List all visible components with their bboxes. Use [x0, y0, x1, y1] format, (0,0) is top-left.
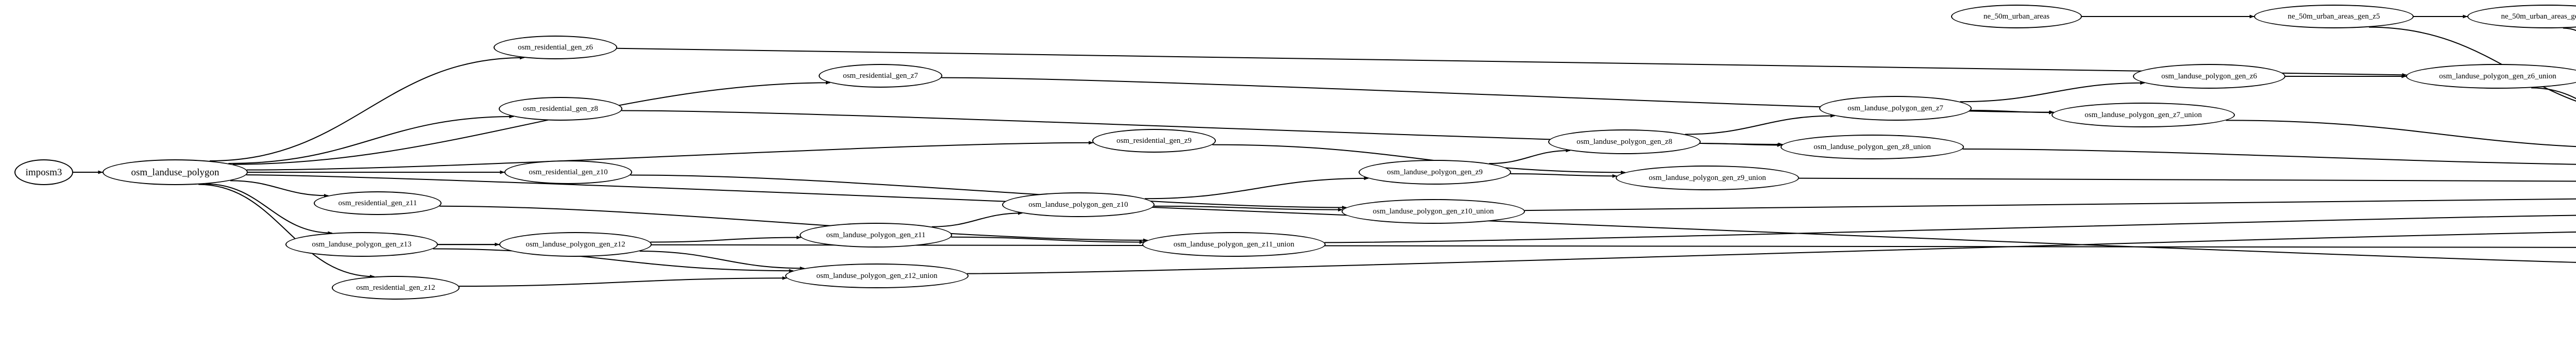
- edge-osm_landuse_polygon_gen_z9--to--osm_landuse_polygon_gen_z8: [1489, 149, 1571, 164]
- node-label: osm_landuse_polygon_gen_z7_union: [2084, 110, 2202, 119]
- node-osm_landuse_polygon_gen_z6_union[interactable]: osm_landuse_polygon_gen_z6_union: [2406, 64, 2576, 89]
- node-osm_residential_gen_z12[interactable]: osm_residential_gen_z12: [332, 276, 460, 300]
- node-label: osm_residential_gen_z12: [356, 283, 435, 292]
- edge-osm_landuse_polygon--to--osm_residential_gen_z12: [198, 184, 375, 278]
- node-label: osm_landuse_polygon_gen_z7: [1848, 104, 1943, 112]
- edge-osm_landuse_polygon_gen_z13--to--osm_landuse_polygon_gen_z12_union: [433, 248, 794, 273]
- node-label: osm_residential_gen_z6: [518, 43, 593, 52]
- node-label: imposm3: [25, 167, 62, 178]
- edge-osm_landuse_polygon_gen_z6_union--to--layer_landuse.z6: [2531, 87, 2576, 100]
- edge-osm_landuse_polygon_gen_z9--to--osm_landuse_polygon_gen_z9_union: [1510, 173, 1617, 178]
- node-osm_landuse_polygon_gen_z7[interactable]: osm_landuse_polygon_gen_z7: [1819, 96, 1972, 121]
- node-label: ne_50m_urban_areas_gen_z4: [2501, 12, 2576, 21]
- edge-osm_landuse_polygon--to--osm_landuse_polygon_gen_z13: [205, 183, 333, 235]
- node-label: osm_landuse_polygon_gen_z9_union: [1649, 173, 1766, 182]
- node-osm_landuse_polygon_gen_z7_union[interactable]: osm_landuse_polygon_gen_z7_union: [2052, 103, 2235, 127]
- node-label: osm_landuse_polygon_gen_z6: [2161, 72, 2257, 80]
- edge-osm_landuse_polygon_gen_z12--to--osm_landuse_polygon_gen_z12_union: [639, 250, 805, 270]
- node-osm_landuse_polygon_gen_z12[interactable]: osm_landuse_polygon_gen_z12: [499, 232, 652, 257]
- edge-osm_landuse_polygon_gen_z11--to--osm_landuse_polygon_gen_z10: [931, 211, 1023, 227]
- node-label: osm_residential_gen_z9: [1116, 136, 1192, 145]
- node-label: osm_residential_gen_z8: [523, 104, 598, 113]
- node-label: osm_residential_gen_z7: [843, 71, 918, 80]
- node-osm_residential_gen_z11[interactable]: osm_residential_gen_z11: [314, 191, 442, 215]
- edge-osm_residential_gen_z11--to--osm_landuse_polygon_gen_z11_union: [439, 205, 1148, 242]
- node-label: osm_landuse_polygon_gen_z11: [826, 231, 926, 239]
- node-osm_residential_gen_z6[interactable]: osm_residential_gen_z6: [494, 36, 617, 59]
- node-label: osm_landuse_polygon: [131, 167, 219, 178]
- node-label: osm_landuse_polygon_gen_z12: [526, 240, 625, 249]
- node-ne_50m_urban_areas[interactable]: ne_50m_urban_areas: [1951, 5, 2082, 28]
- node-label: osm_landuse_polygon_gen_z13: [312, 240, 412, 249]
- edge-osm_landuse_polygon--to--osm_residential_gen_z8: [228, 114, 514, 164]
- node-osm_residential_gen_z9[interactable]: osm_residential_gen_z9: [1092, 129, 1216, 153]
- node-label: ne_50m_urban_areas: [1983, 12, 2050, 21]
- node-label: osm_landuse_polygon_gen_z12_union: [816, 271, 938, 280]
- edge-osm_landuse_polygon_gen_z9_union--to--layer_landuse.z9: [1799, 177, 2576, 182]
- node-osm_landuse_polygon_gen_z13[interactable]: osm_landuse_polygon_gen_z13: [285, 232, 438, 257]
- node-label: osm_landuse_polygon_gen_z8_union: [1814, 142, 1931, 151]
- edge-osm_landuse_polygon_gen_z7_union--to--layer_landuse.z7: [2226, 120, 2576, 147]
- edge-osm_landuse_polygon_gen_z11_union--to--layer_landuse.z11: [1324, 215, 2576, 243]
- node-osm_landuse_polygon_gen_z12_union[interactable]: osm_landuse_polygon_gen_z12_union: [785, 264, 969, 288]
- node-label: osm_landuse_polygon_gen_z9: [1387, 168, 1483, 176]
- node-label: osm_residential_gen_z10: [529, 168, 608, 176]
- edge-osm_landuse_polygon_gen_z10--to--osm_landuse_polygon_gen_z10_union: [1154, 205, 1343, 212]
- node-osm_landuse_polygon_gen_z11[interactable]: osm_landuse_polygon_gen_z11: [800, 223, 952, 248]
- node-label: osm_landuse_polygon_gen_z11_union: [1173, 240, 1295, 249]
- edge-osm_residential_gen_z10--to--osm_landuse_polygon_gen_z10_union: [630, 174, 1347, 209]
- node-osm_landuse_polygon_gen_z11_union[interactable]: osm_landuse_polygon_gen_z11_union: [1142, 232, 1326, 257]
- edge-osm_landuse_polygon_gen_z12_union--to--layer_landuse.z12: [967, 231, 2576, 274]
- node-osm_residential_gen_z7[interactable]: osm_residential_gen_z7: [819, 64, 942, 88]
- edge-osm_landuse_polygon_gen_z12--to--osm_landuse_polygon_gen_z11: [650, 235, 802, 243]
- node-ne_50m_urban_areas_gen_z4[interactable]: ne_50m_urban_areas_gen_z4: [2467, 5, 2576, 28]
- node-label: osm_landuse_polygon_gen_z10: [1028, 200, 1128, 209]
- edge-osm_landuse_polygon--to--osm_residential_gen_z7: [232, 80, 831, 165]
- edge-osm_landuse_polygon_gen_z11--to--osm_landuse_polygon_gen_z11_union: [951, 236, 1144, 244]
- node-osm_landuse_polygon_gen_z10[interactable]: osm_landuse_polygon_gen_z10: [1002, 192, 1155, 217]
- edge-osm_residential_gen_z12--to--osm_landuse_polygon_gen_z12_union: [459, 276, 787, 287]
- edge-osm_landuse_polygon--to--osm_residential_gen_z6: [210, 56, 524, 162]
- node-imposm3[interactable]: imposm3: [14, 159, 73, 185]
- node-osm_landuse_polygon_gen_z8[interactable]: osm_landuse_polygon_gen_z8: [1548, 129, 1701, 154]
- node-label: osm_landuse_polygon_gen_z6_union: [2439, 72, 2556, 80]
- edge-osm_landuse_polygon--to--osm_residential_gen_z11: [230, 180, 329, 198]
- edge-osm_landuse_polygon_gen_z7--to--osm_landuse_polygon_gen_z6: [1960, 81, 2145, 103]
- node-label: osm_landuse_polygon_gen_z8: [1577, 137, 1672, 146]
- node-osm_residential_gen_z10[interactable]: osm_residential_gen_z10: [504, 160, 632, 184]
- node-label: osm_residential_gen_z11: [338, 199, 417, 207]
- node-label: ne_50m_urban_areas_gen_z5: [2287, 12, 2380, 21]
- node-osm_residential_gen_z8[interactable]: osm_residential_gen_z8: [499, 97, 622, 121]
- node-osm_landuse_polygon_gen_z10_union[interactable]: osm_landuse_polygon_gen_z10_union: [1342, 199, 1525, 224]
- node-osm_landuse_polygon_gen_z9[interactable]: osm_landuse_polygon_gen_z9: [1359, 160, 1511, 185]
- node-osm_landuse_polygon[interactable]: osm_landuse_polygon: [103, 159, 248, 185]
- edge-osm_landuse_polygon_gen_z8_union--to--layer_landuse.z8: [1962, 149, 2576, 165]
- node-osm_landuse_polygon_gen_z9_union[interactable]: osm_landuse_polygon_gen_z9_union: [1616, 166, 1799, 190]
- node-osm_landuse_polygon_gen_z8_union[interactable]: osm_landuse_polygon_gen_z8_union: [1781, 135, 1964, 159]
- edge-osm_landuse_polygon--to--osm_residential_gen_z9: [246, 141, 1094, 171]
- edge-osm_landuse_polygon_gen_z10--to--osm_landuse_polygon_gen_z9: [1145, 176, 1369, 200]
- edge-osm_landuse_polygon_gen_z8--to--osm_landuse_polygon_gen_z7: [1685, 114, 1835, 135]
- edge-osm_residential_gen_z9--to--osm_landuse_polygon_gen_z9_union: [1212, 144, 1626, 174]
- node-osm_landuse_polygon_gen_z6[interactable]: osm_landuse_polygon_gen_z6: [2133, 64, 2285, 89]
- node-label: osm_landuse_polygon_gen_z10_union: [1372, 207, 1494, 216]
- node-ne_50m_urban_areas_gen_z5[interactable]: ne_50m_urban_areas_gen_z5: [2254, 5, 2414, 28]
